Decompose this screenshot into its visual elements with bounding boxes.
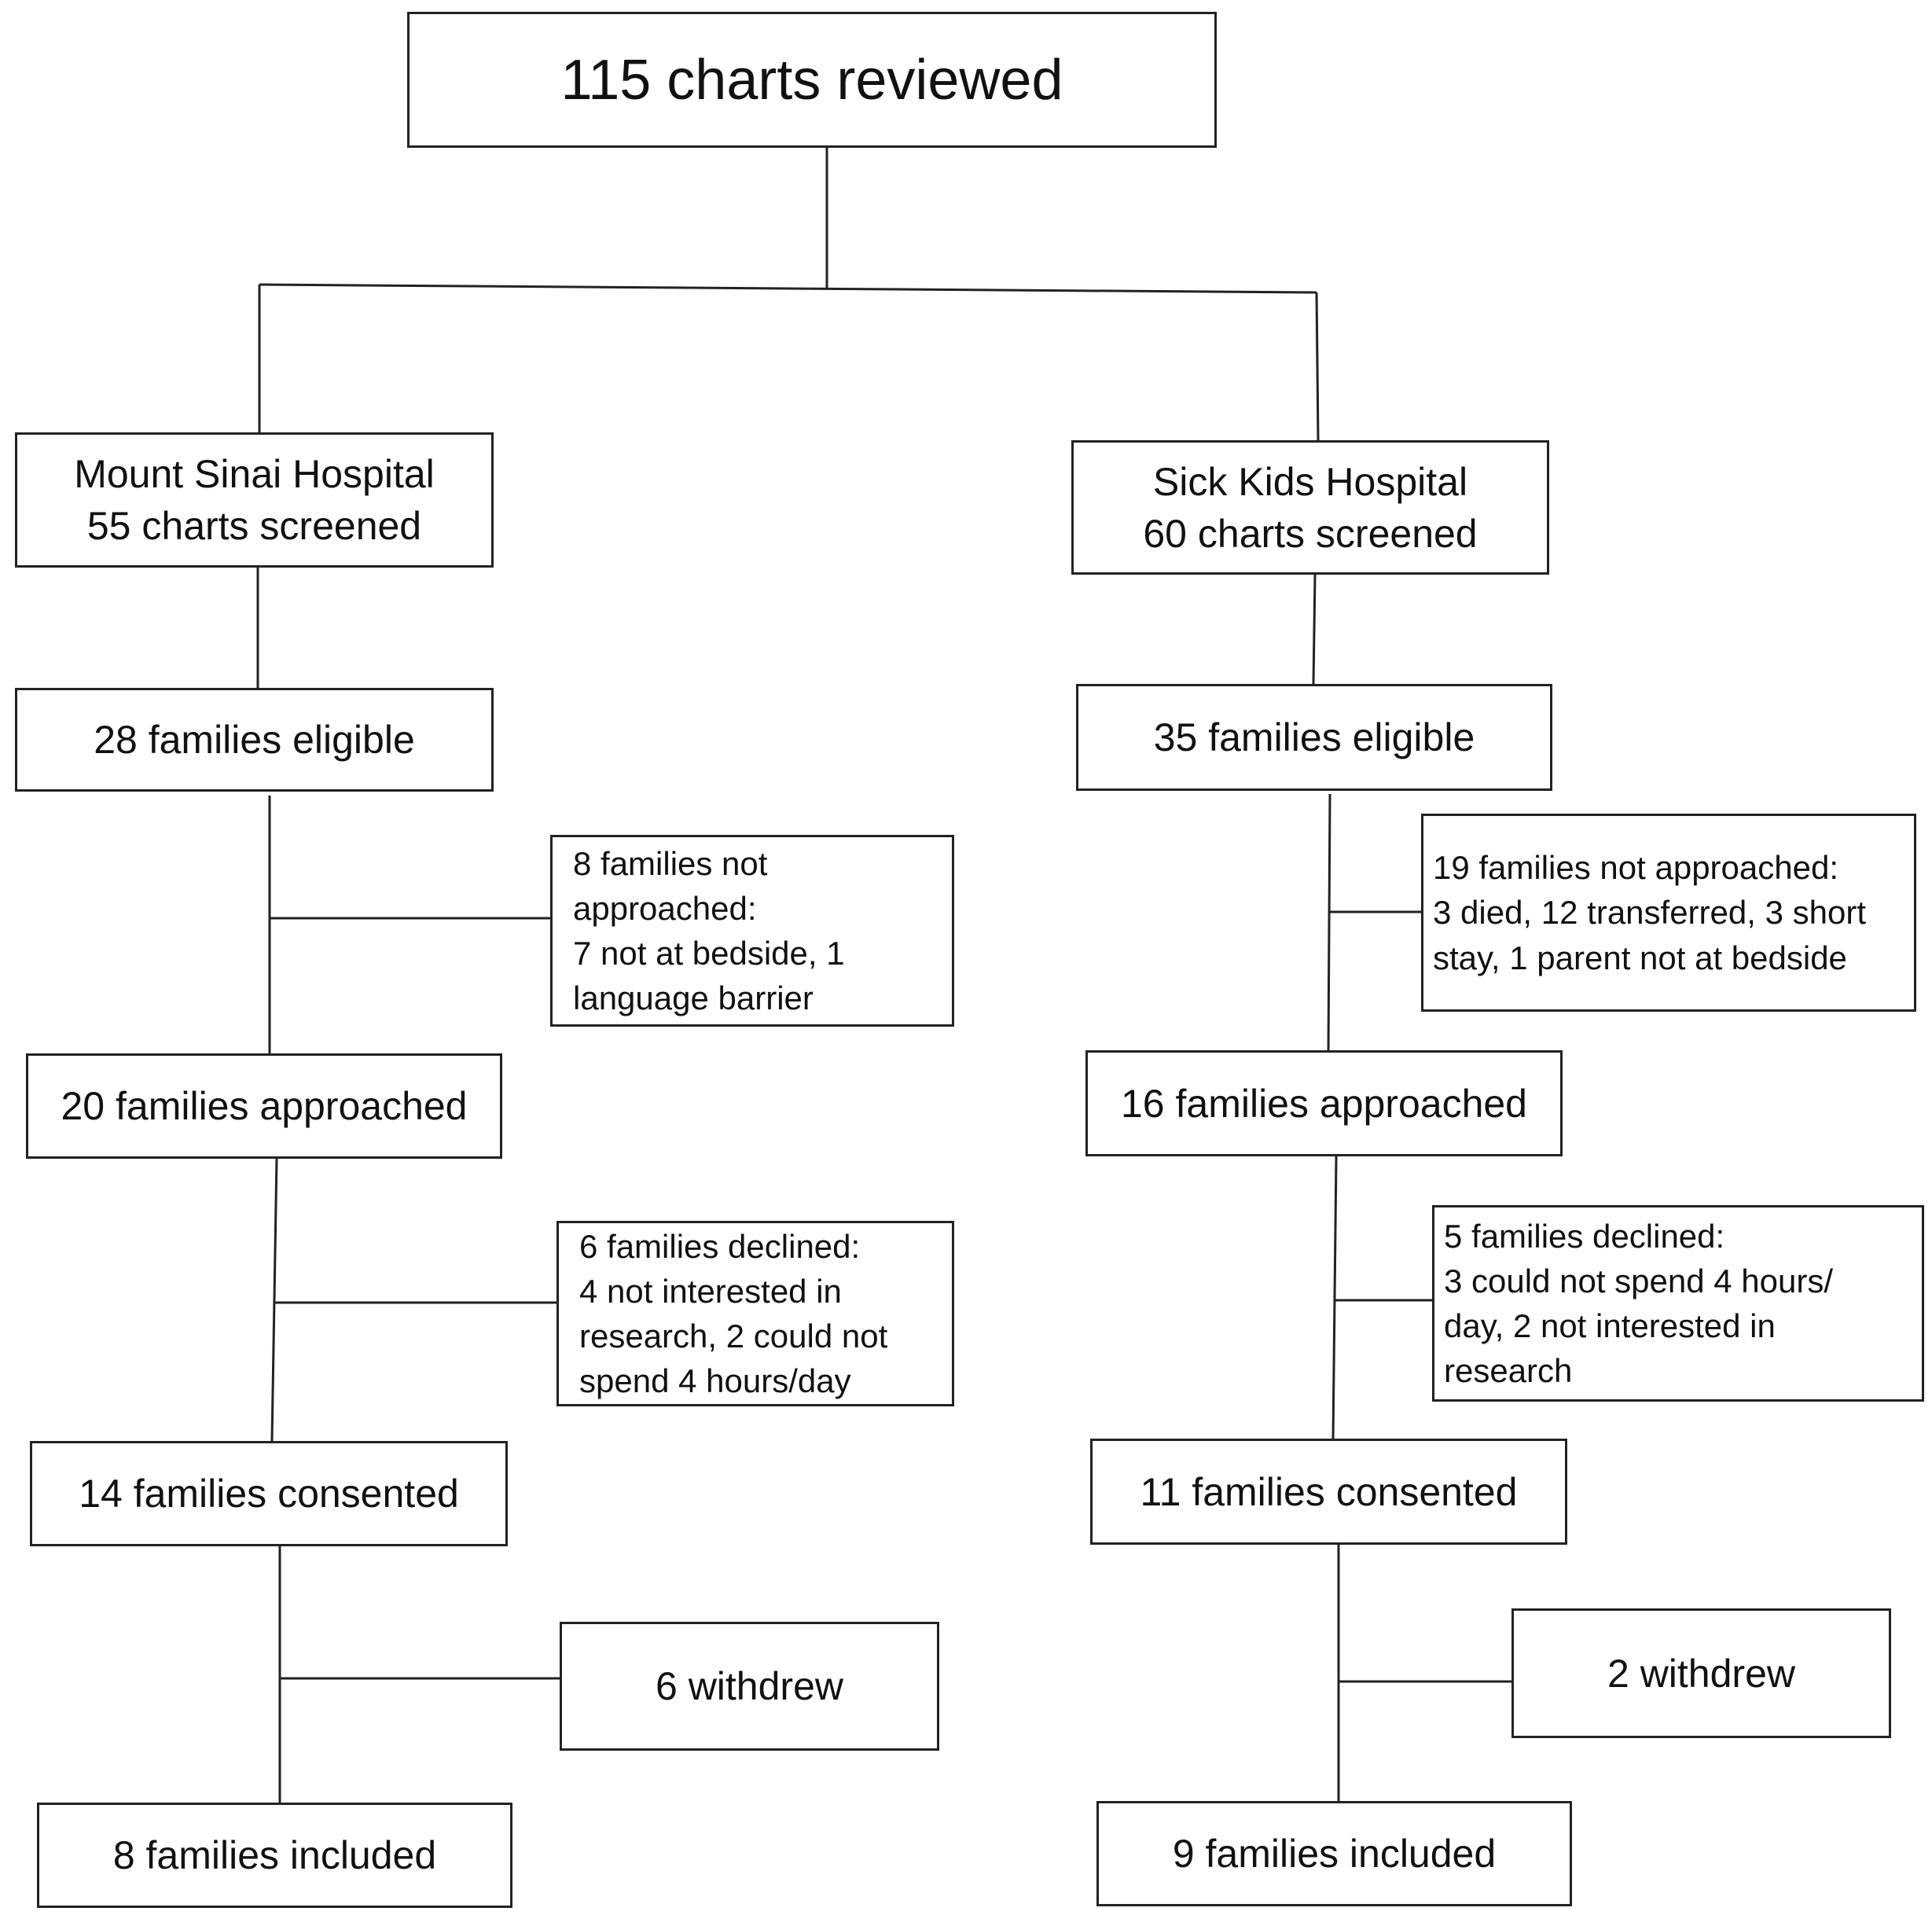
connector-left-3	[270, 1158, 278, 1442]
mount-sinai-eligible-box: 28 families eligible	[15, 688, 494, 792]
mount-sinai-not-approached-line-3: 7 not at bedside, 1	[573, 935, 845, 972]
sick-kids-not-approached-line-1: 19 families not approached:	[1433, 849, 1838, 887]
sick-kids-consented-box: 11 families consented	[1090, 1439, 1567, 1545]
connector-branch	[259, 283, 1317, 294]
sick-kids-consented-label: 11 families consented	[1140, 1469, 1518, 1514]
mount-sinai-declined-line-3: research, 2 could not	[579, 1318, 888, 1354]
mount-sinai-approached-label: 20 families approached	[61, 1084, 468, 1128]
mount-sinai-included-box: 8 families included	[37, 1803, 512, 1908]
sick-kids-eligible-label: 35 families eligible	[1153, 715, 1475, 759]
mount-sinai-declined-box: 6 families declined: 4 not interested in…	[556, 1221, 954, 1406]
mount-sinai-hospital-name: Mount Sinai Hospital	[74, 452, 435, 496]
mount-sinai-consented-label: 14 families consented	[79, 1472, 459, 1516]
sick-kids-not-approached-line-3: stay, 1 parent not at bedside	[1433, 939, 1847, 976]
connector-right-3	[1331, 1156, 1338, 1439]
sick-kids-included-box: 9 families included	[1096, 1801, 1572, 1906]
mount-sinai-withdrew-label: 6 withdrew	[656, 1664, 843, 1708]
sick-kids-withdrew-box: 2 withdrew	[1511, 1608, 1891, 1738]
sick-kids-approached-label: 16 families approached	[1121, 1081, 1527, 1126]
sick-kids-approached-box: 16 families approached	[1085, 1050, 1563, 1156]
connector-right-branch	[1315, 292, 1320, 441]
mount-sinai-declined-line-1: 6 families declined:	[579, 1227, 861, 1265]
connector-right-1	[1312, 574, 1317, 685]
mount-sinai-withdrew-box: 6 withdrew	[560, 1622, 939, 1751]
mount-sinai-included-label: 8 families included	[112, 1833, 437, 1877]
sick-kids-charts-screened: 60 charts screened	[1143, 511, 1478, 556]
sick-kids-included-label: 9 families included	[1172, 1832, 1497, 1876]
sick-kids-eligible-box: 35 families eligible	[1076, 684, 1552, 791]
mount-sinai-approached-box: 20 families approached	[26, 1053, 502, 1159]
mount-sinai-not-approached-box: 8 families not approached: 7 not at beds…	[550, 835, 954, 1027]
mount-sinai-consented-box: 14 families consented	[30, 1441, 508, 1546]
connector-right-2	[1327, 793, 1331, 1051]
mount-sinai-not-approached-line-2: approached:	[573, 889, 757, 927]
mount-sinai-not-approached-line-4: language barrier	[573, 980, 814, 1017]
mount-sinai-box: Mount Sinai Hospital 55 charts screened	[15, 432, 494, 568]
sick-kids-declined-box: 5 families declined: 3 could not spend 4…	[1432, 1205, 1924, 1402]
sick-kids-not-approached-line-2: 3 died, 12 transferred, 3 short	[1433, 894, 1866, 932]
sick-kids-box: Sick Kids Hospital 60 charts screened	[1071, 440, 1549, 575]
mount-sinai-charts-screened: 55 charts screened	[86, 504, 422, 548]
mount-sinai-declined-line-2: 4 not interested in	[579, 1272, 842, 1310]
total-charts-box: 115 charts reviewed	[407, 12, 1217, 148]
mount-sinai-declined-line-4: spend 4 hours/day	[579, 1362, 851, 1400]
sick-kids-declined-line-3: day, 2 not interested in	[1444, 1307, 1776, 1344]
mount-sinai-not-approached-line-1: 8 families not	[573, 844, 768, 882]
sick-kids-declined-line-4: research	[1444, 1352, 1573, 1390]
mount-sinai-eligible-label: 28 families eligible	[94, 718, 415, 762]
sick-kids-not-approached-box: 19 families not approached: 3 died, 12 t…	[1421, 814, 1916, 1012]
sick-kids-declined-line-1: 5 families declined:	[1444, 1217, 1725, 1255]
sick-kids-withdrew-label: 2 withdrew	[1607, 1651, 1795, 1696]
sick-kids-declined-line-2: 3 could not spend 4 hours/	[1444, 1262, 1834, 1299]
sick-kids-hospital-name: Sick Kids Hospital	[1152, 459, 1468, 504]
total-charts-label: 115 charts reviewed	[560, 48, 1063, 112]
